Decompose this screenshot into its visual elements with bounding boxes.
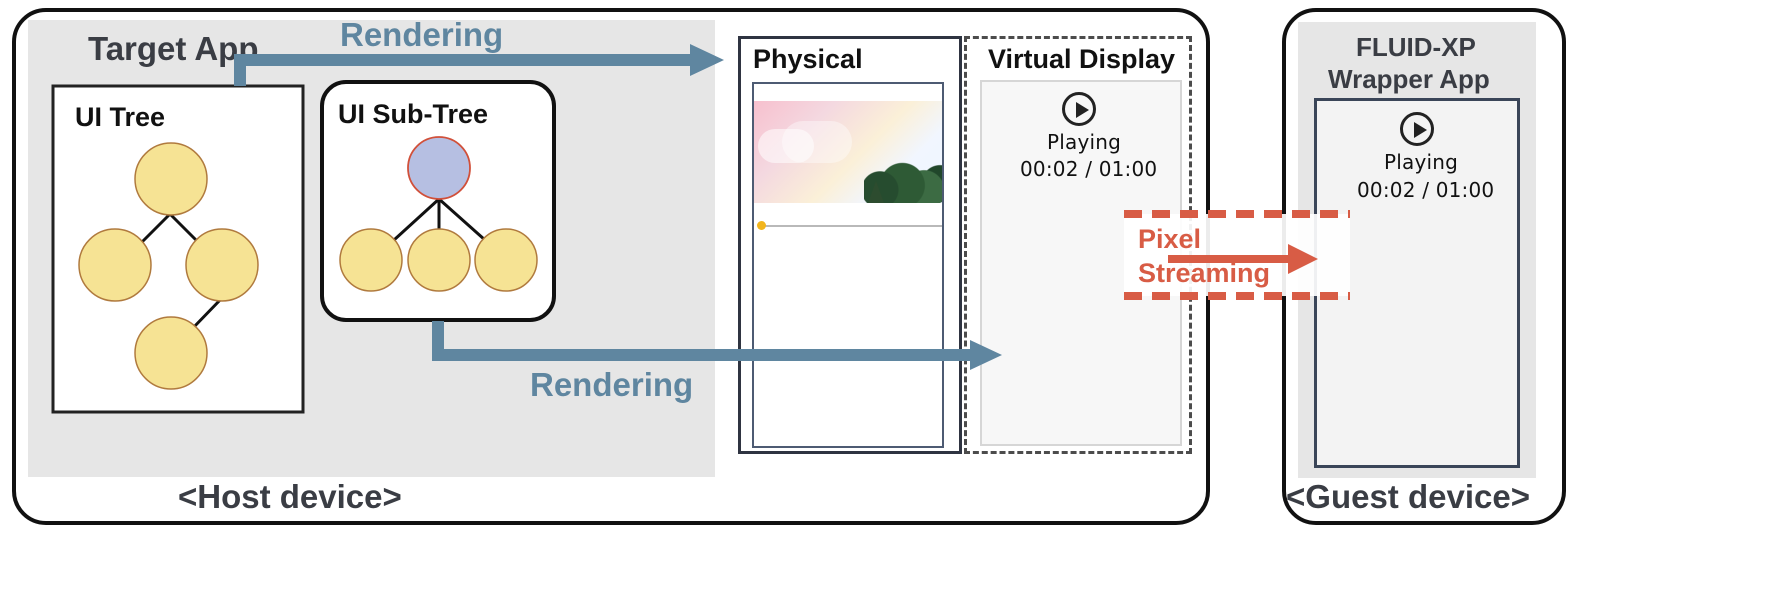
- virtual-status-text: Playing: [1047, 130, 1122, 154]
- pixel-streaming-line1: Pixel: [1138, 224, 1202, 254]
- ui-sub-tree-label: UI Sub-Tree: [338, 99, 489, 129]
- guest-status-text: Playing: [1384, 150, 1459, 174]
- ui-tree-node-bottom: [134, 316, 208, 390]
- playback-progress-knob[interactable]: [757, 221, 766, 230]
- pixel-streaming-arrow-head: [1288, 244, 1318, 274]
- playback-progress-track: [760, 225, 942, 227]
- ui-sub-tree-edge-1: [392, 197, 441, 242]
- ui-sub-tree-node-right: [474, 228, 538, 292]
- guest-device-label: <Guest device>: [1286, 478, 1530, 515]
- ui-sub-tree-node-middle: [407, 228, 471, 292]
- ui-tree-node-left: [78, 228, 152, 302]
- virtual-time-text: 00:02 / 01:00: [1020, 157, 1158, 181]
- top-rendering-arrow-head: [690, 44, 724, 76]
- ui-sub-tree-edge-3: [438, 197, 486, 242]
- video-thumbnail: [754, 101, 942, 203]
- pixel-streaming-line2: Streaming: [1138, 258, 1271, 288]
- guest-play-icon[interactable]: [1400, 112, 1434, 146]
- virtual-display-label: Virtual Display: [988, 44, 1176, 74]
- target-app-label: Target App: [88, 30, 259, 67]
- virtual-display-screen: [980, 80, 1182, 446]
- guest-title-line1: FLUID-XP: [1356, 32, 1476, 62]
- guest-time-text: 00:02 / 01:00: [1357, 178, 1495, 202]
- top-rendering-arrow-line: [234, 54, 690, 86]
- virtual-play-icon[interactable]: [1062, 92, 1096, 126]
- rendering-top-label: Rendering: [340, 16, 504, 53]
- bottom-rendering-arrow-head: [970, 340, 1002, 370]
- rendering-bottom-label: Rendering: [530, 366, 694, 403]
- bottom-rendering-arrow-line: [432, 321, 970, 361]
- host-device-label: <Host device>: [178, 478, 402, 515]
- ui-tree-node-root: [134, 142, 208, 216]
- ui-tree-node-right: [185, 228, 259, 302]
- physical-label: Physical: [753, 44, 863, 74]
- ui-tree-edge-3: [189, 296, 224, 332]
- guest-title-line2: Wrapper App: [1328, 64, 1490, 94]
- ui-sub-tree-node-root: [407, 136, 471, 200]
- ui-sub-tree-node-left: [339, 228, 403, 292]
- ui-tree-label: UI Tree: [75, 102, 166, 132]
